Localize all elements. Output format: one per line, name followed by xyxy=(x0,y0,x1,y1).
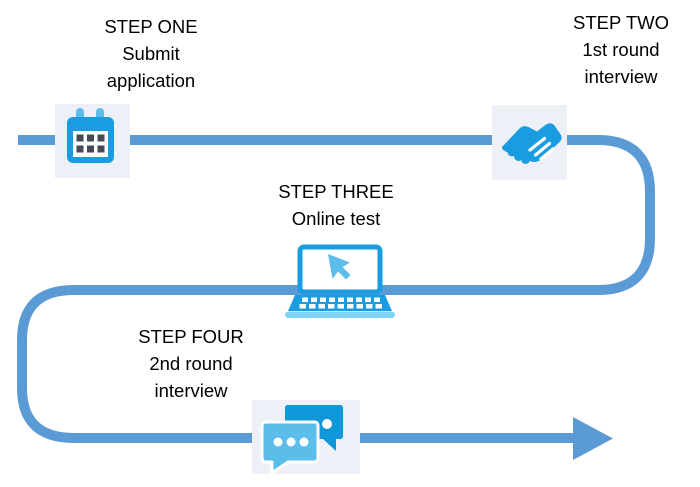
step-four-desc-line-1: 2nd round xyxy=(149,353,233,374)
step-one-title: STEP ONE xyxy=(104,16,198,37)
handshake-icon xyxy=(501,123,562,164)
step-two-label: STEP TWO 1st round interview xyxy=(573,9,669,90)
step-two-desc-line-2: interview xyxy=(584,66,658,87)
step-one-label: STEP ONE Submit application xyxy=(104,13,197,94)
step-one-desc-line-1: Submit xyxy=(122,43,180,64)
step-two-tile xyxy=(492,105,567,180)
chat-bubbles-icon xyxy=(260,405,343,474)
laptop-cursor-icon xyxy=(285,244,395,318)
step-one-tile xyxy=(55,104,130,178)
step-two-title: STEP TWO xyxy=(573,12,669,33)
step-four-tile xyxy=(252,400,360,474)
calendar-icon xyxy=(67,108,114,163)
step-three-title: STEP THREE xyxy=(278,181,394,202)
step-four-label: STEP FOUR 2nd round interview xyxy=(138,323,244,404)
step-three-label: STEP THREE Online test xyxy=(278,178,394,232)
step-three-icon-wrap xyxy=(284,243,396,320)
step-four-desc-line-2: interview xyxy=(154,380,228,401)
cursor-icon xyxy=(328,254,351,280)
step-one-desc-line-2: application xyxy=(106,70,196,91)
step-two-desc-line-1: 1st round xyxy=(582,39,660,60)
flow-arrowhead-icon xyxy=(573,417,613,460)
step-three-desc-line-1: Online test xyxy=(291,208,381,229)
step-four-title: STEP FOUR xyxy=(138,326,244,347)
